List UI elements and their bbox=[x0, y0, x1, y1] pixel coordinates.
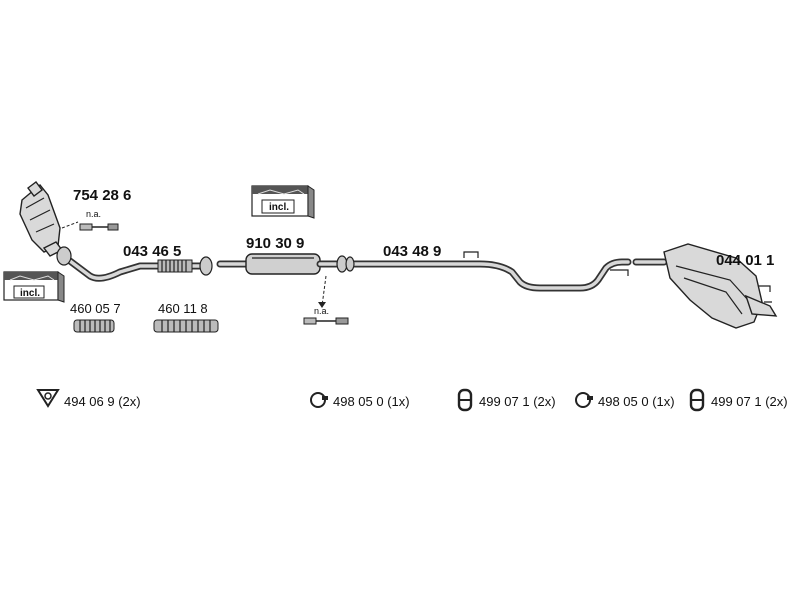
lambda-sensor-icon bbox=[61, 221, 119, 231]
fitting-mount-1 bbox=[457, 388, 473, 412]
middle-silencer bbox=[216, 253, 348, 275]
fitting-clamp-2 bbox=[575, 392, 593, 408]
included-label-middle: incl. bbox=[269, 202, 289, 213]
lambda-sensor-icon-middle bbox=[303, 275, 349, 325]
fitting-label-mount-1: 499 07 1 (2x) bbox=[479, 394, 556, 409]
middle-pipe bbox=[345, 251, 632, 292]
included-label-cat: incl. bbox=[20, 288, 40, 299]
part-number-front-pipe: 043 46 5 bbox=[123, 243, 181, 260]
not-available-label-cat: n.a. bbox=[86, 209, 101, 219]
part-number-rear-silencer: 044 01 1 bbox=[716, 252, 774, 269]
fitting-label-mount-2: 499 07 1 (2x) bbox=[711, 394, 788, 409]
fitting-label-clamp-1: 498 05 0 (1x) bbox=[333, 394, 410, 409]
flex-pipe-b bbox=[153, 319, 219, 333]
part-number-catalytic-converter: 754 28 6 bbox=[73, 187, 131, 204]
gasket-icon bbox=[36, 389, 60, 408]
part-number-flex-pipe-b: 460 11 8 bbox=[158, 301, 208, 316]
not-available-label-middle: n.a. bbox=[314, 306, 329, 316]
fitting-gasket bbox=[36, 389, 60, 408]
included-kit-box: incl. bbox=[3, 271, 65, 303]
fitting-mount-2 bbox=[689, 388, 705, 412]
fitting-label-clamp-2: 498 05 0 (1x) bbox=[598, 394, 675, 409]
part-number-middle-pipe: 043 48 9 bbox=[383, 243, 441, 260]
front-pipe bbox=[56, 246, 213, 282]
fitting-clamp-1 bbox=[310, 392, 328, 408]
flex-pipe-a bbox=[73, 319, 115, 333]
part-number-middle-silencer: 910 30 9 bbox=[246, 235, 304, 252]
part-number-flex-pipe-a: 460 05 7 bbox=[70, 301, 121, 316]
included-kit-box-middle: incl. bbox=[251, 185, 315, 219]
rear-silencer bbox=[632, 243, 778, 329]
fitting-label-gasket: 494 06 9 (2x) bbox=[64, 394, 141, 409]
catalytic-converter bbox=[19, 181, 64, 257]
